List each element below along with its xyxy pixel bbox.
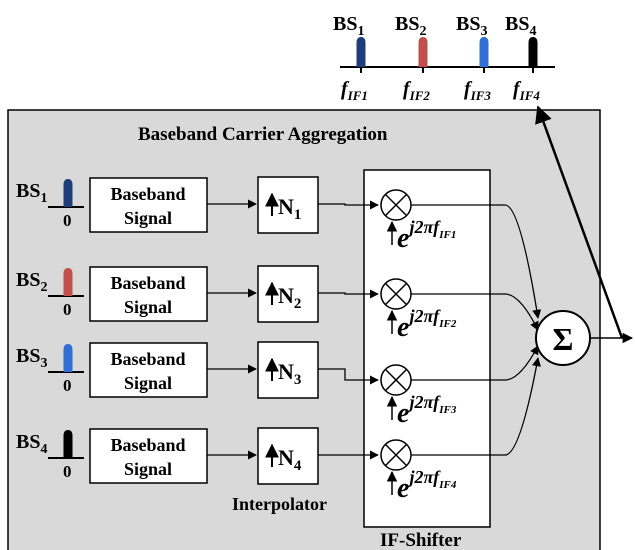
arrow — [318, 200, 379, 210]
branch-peak — [63, 344, 73, 372]
spectrum-peak — [479, 37, 489, 67]
arrow — [411, 204, 542, 319]
baseband-label-line1: Baseband — [110, 349, 185, 369]
interpolator-factor: N3 — [278, 359, 301, 388]
branch-peak — [63, 430, 73, 458]
feedback-arrow — [535, 105, 624, 339]
baseband-label-line2: Signal — [124, 373, 172, 393]
branch-zero-label: 0 — [63, 376, 72, 395]
spectrum-freq-label: fIF3 — [464, 78, 491, 103]
mixer-cross — [384, 368, 408, 392]
spectrum-bs-label: BS3 — [456, 13, 487, 39]
spectrum-peak — [418, 37, 428, 67]
branch-zero-label: 0 — [63, 300, 72, 319]
spectrum-freq-label: fIF1 — [341, 78, 368, 103]
interpolator-factor: N2 — [278, 283, 301, 312]
branch-peak — [63, 268, 73, 296]
branch-bs-label: BS1 — [16, 180, 47, 206]
if-exponential: ej2πfIF4 — [397, 467, 457, 504]
if-exponential: ej2πfIF3 — [397, 392, 457, 429]
spectrum-bs-label: BS4 — [505, 13, 536, 39]
baseband-signal-block — [89, 428, 208, 484]
arrow — [411, 357, 541, 456]
branch-bs-label: BS3 — [16, 345, 47, 371]
baseband-signal-block — [89, 342, 208, 398]
spectrum-freq-label: fIF4 — [513, 78, 540, 103]
spectrum-bs-label: BS2 — [395, 13, 426, 39]
mixer-cross — [384, 193, 408, 217]
branch-bs-label: BS4 — [16, 431, 47, 457]
baseband-label-line1: Baseband — [110, 184, 185, 204]
mixer-cross — [384, 282, 408, 306]
arrow — [411, 293, 539, 331]
arrow — [318, 289, 379, 299]
if-exponential: ej2πfIF1 — [397, 217, 456, 254]
spectrum-peak — [356, 37, 366, 67]
if-shifter-box — [363, 169, 491, 528]
if-exponential: ej2πfIF2 — [397, 306, 457, 343]
baseband-label-line1: Baseband — [110, 435, 185, 455]
baseband-signal-block — [89, 266, 208, 322]
spectrum-freq-label: fIF2 — [403, 78, 430, 103]
arrow — [411, 345, 539, 381]
output-spectrum: BS1 fIF1 BS2 fIF2 BS3 fIF3 BS4 fIF4 — [333, 13, 555, 103]
baseband-label-line1: Baseband — [110, 273, 185, 293]
interpolator-factor: N1 — [278, 194, 301, 223]
spectrum-peak — [528, 37, 538, 67]
branch-peak — [63, 179, 73, 207]
mixer-cross — [384, 443, 408, 467]
interpolator-factor: N4 — [278, 445, 302, 474]
if-shifter-label: IF-Shifter — [380, 530, 462, 550]
interpolator-label: Interpolator — [232, 494, 327, 514]
branch-zero-label: 0 — [63, 462, 72, 481]
branch-zero-label: 0 — [63, 211, 72, 230]
baseband-label-line2: Signal — [124, 297, 172, 317]
sum-symbol: Σ — [553, 321, 574, 357]
baseband-label-line2: Signal — [124, 208, 172, 228]
arrow — [318, 368, 379, 385]
baseband-signal-block — [89, 177, 208, 233]
branch-bs-label: BS2 — [16, 269, 47, 295]
spectrum-bs-label: BS1 — [333, 13, 364, 39]
panel-title: Baseband Carrier Aggregation — [138, 124, 388, 145]
summation-node: Σ — [535, 310, 591, 366]
baseband-label-line2: Signal — [124, 459, 172, 479]
